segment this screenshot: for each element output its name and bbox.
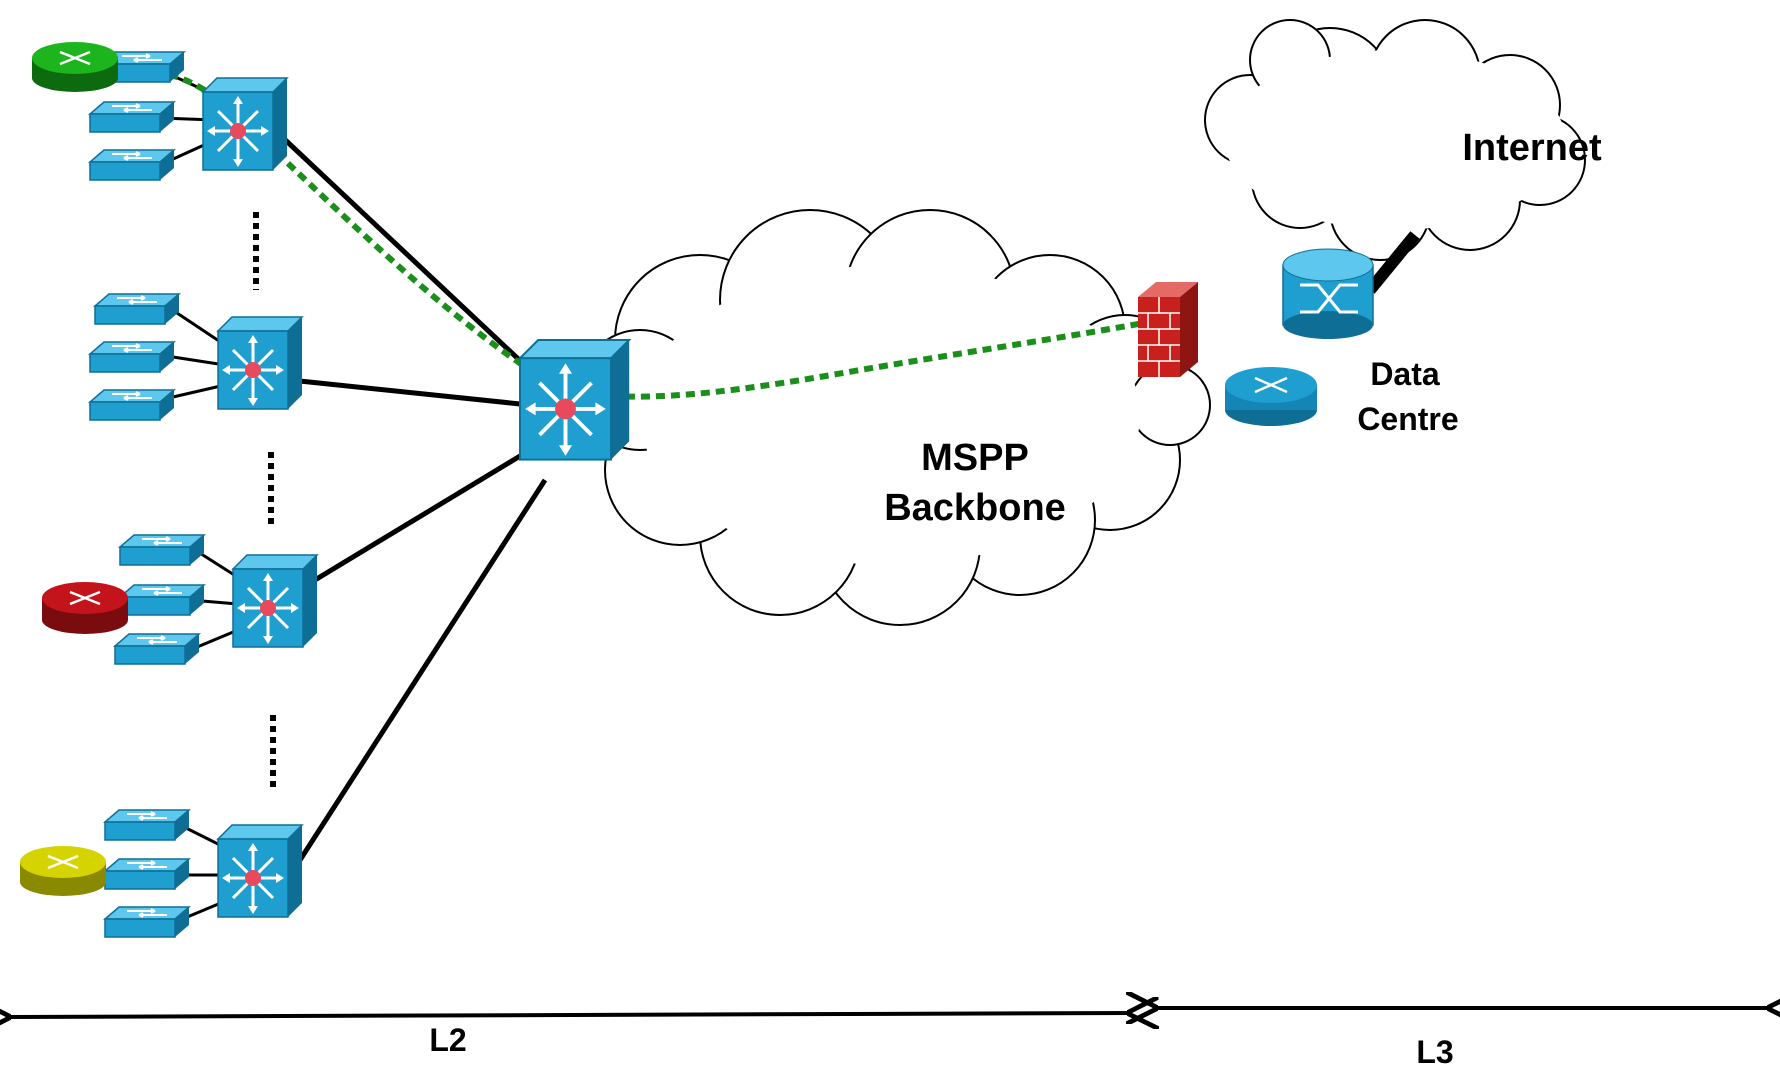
router-icon [1254, 376, 1288, 394]
multilayer-switch-icon [231, 553, 319, 649]
backbone-cloud [579, 209, 1211, 626]
workgroup-switch-icon [89, 149, 175, 181]
multilayer-switch-icon [201, 76, 289, 172]
data-centre-label-line2: Centre [1357, 401, 1458, 437]
workgroup-switch-icon [119, 584, 205, 616]
router-green [32, 42, 118, 92]
multilayer-switch-icon [518, 338, 632, 462]
firewall [1138, 282, 1198, 377]
workgroup-switch-icon [104, 906, 190, 938]
router-icon [69, 590, 101, 606]
layer2-span-arrow [8, 1013, 1130, 1017]
router-icon [47, 854, 79, 870]
data-centre-label-line1: Data [1370, 356, 1440, 392]
workgroup-switch-icon [119, 534, 205, 566]
access-links [159, 68, 251, 922]
workgroup-switch-icon [104, 858, 190, 890]
atm-switch-icon [1300, 283, 1358, 314]
router-icon [59, 50, 91, 66]
layer2-label: L2 [429, 1022, 466, 1058]
access-switch-group-3 [114, 534, 205, 665]
workgroup-switch-icon [104, 809, 190, 841]
workgroup-switch-icon [94, 293, 180, 325]
workgroup-switch-icon [89, 341, 175, 373]
router-yellow [20, 846, 106, 896]
access-switch-group-4 [104, 809, 190, 938]
workgroup-switch-icon [89, 101, 175, 133]
firewall-icon [1138, 297, 1180, 377]
layer3-label: L3 [1416, 1034, 1453, 1070]
backbone-label-line1: MSPP [921, 437, 1029, 479]
multilayer-switch-icon [216, 823, 304, 919]
router-datacentre [1225, 367, 1317, 426]
atm-switch [1282, 248, 1374, 339]
workgroup-switch-icon [89, 389, 175, 421]
router-red [42, 582, 128, 634]
backbone-label-line2: Backbone [884, 487, 1066, 529]
internet-label: Internet [1462, 127, 1602, 169]
access-switch-group-2 [89, 293, 180, 421]
internet-cloud [1204, 19, 1586, 261]
core-switch [518, 338, 632, 462]
links [278, 133, 1420, 862]
multilayer-switch-icon [216, 315, 304, 411]
workgroup-switch-icon [114, 633, 200, 665]
